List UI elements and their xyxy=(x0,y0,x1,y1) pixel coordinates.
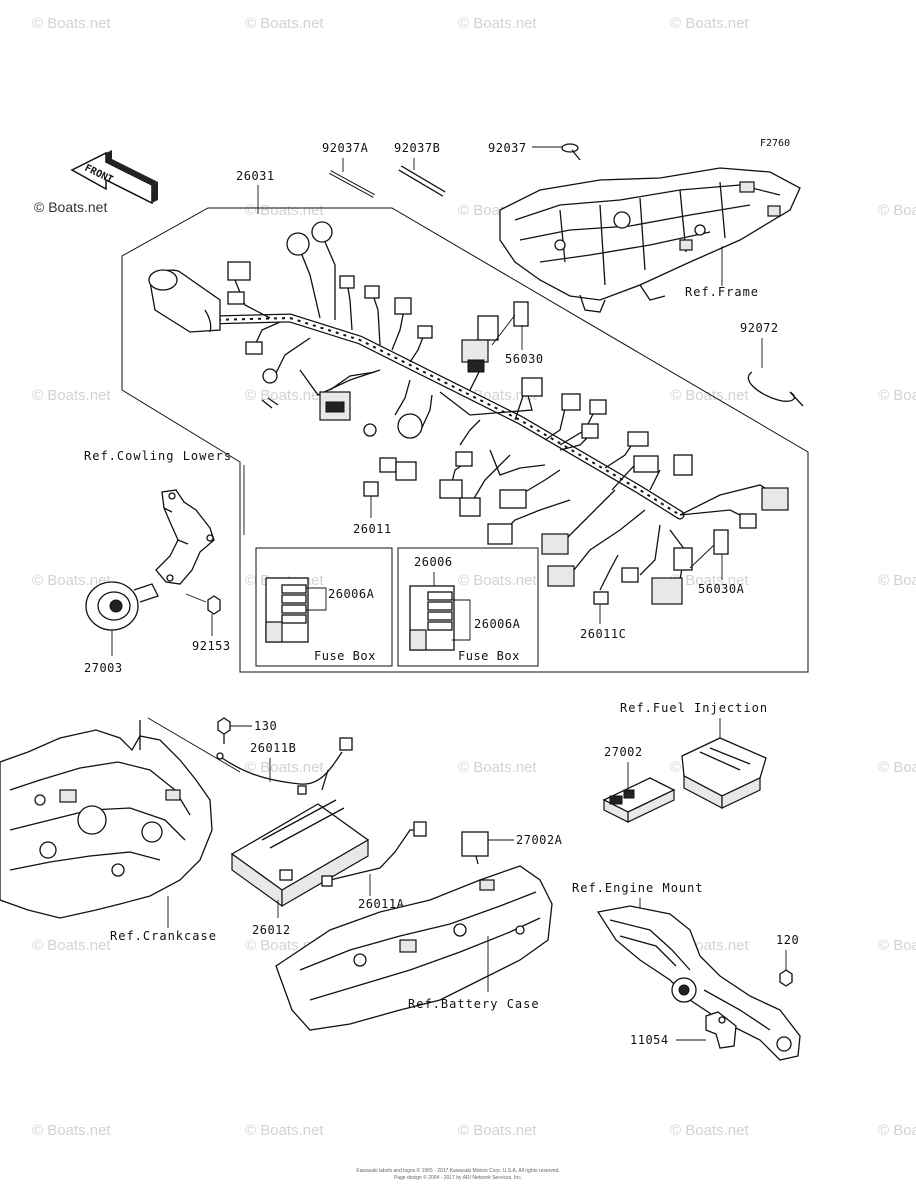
clamp-92037B xyxy=(398,158,446,197)
watermark: © Boats.net xyxy=(458,15,537,32)
frame-drawing xyxy=(499,167,801,313)
lead-26011A xyxy=(321,821,427,887)
part-label-27003: 27003 xyxy=(84,661,123,675)
bolt-120-icon xyxy=(779,969,793,987)
part-label-92037B: 92037B xyxy=(394,141,440,155)
watermark: © Boats.net xyxy=(32,572,111,589)
part-label-26006A-left: 26006A xyxy=(328,587,375,601)
watermark-dark: © Boats.net xyxy=(34,199,107,215)
engine-mount-drawing xyxy=(596,905,801,1061)
ref-battery-case: Ref.Battery Case xyxy=(408,997,540,1011)
main-harness-26031 xyxy=(148,234,781,591)
fuse-box-left-icon xyxy=(265,577,309,643)
part-label-27002: 27002 xyxy=(604,745,643,759)
watermark: © Boats.net xyxy=(32,387,111,404)
crankcase-drawing xyxy=(0,720,213,919)
watermark: © Boats.net xyxy=(878,387,916,404)
part-label-26006A-right: 26006A xyxy=(474,617,521,631)
copyright-line-1: Kawasaki labels and logos © 1965 - 2017 … xyxy=(356,1167,560,1174)
watermark: © Boats.net xyxy=(878,1122,916,1139)
part-label-92072: 92072 xyxy=(740,321,779,335)
part-26011-icon xyxy=(363,481,379,497)
part-label-27002A: 27002A xyxy=(516,833,563,847)
part-label-56030A: 56030A xyxy=(698,582,745,596)
part-label-26011: 26011 xyxy=(353,522,392,536)
cowling-bracket-icon xyxy=(155,489,215,585)
part-label-56030: 56030 xyxy=(505,352,544,366)
part-label-130: 130 xyxy=(254,719,277,733)
clamp-92037A xyxy=(329,158,375,198)
clamp-92037 xyxy=(561,143,581,161)
watermark: © Boats.net xyxy=(245,15,324,32)
relay-27002A-icon xyxy=(461,831,489,865)
watermark: © Boats.net xyxy=(878,202,916,219)
watermark: © Boats.net xyxy=(245,1122,324,1139)
watermark: © Boats.net xyxy=(458,1122,537,1139)
holder-56030 xyxy=(513,301,529,327)
watermark: © Boats.net xyxy=(245,202,324,219)
bracket-11054-icon xyxy=(705,1011,737,1049)
watermark: © Boats.net xyxy=(32,1122,111,1139)
fuse-box-label-left: Fuse Box xyxy=(314,649,376,663)
watermark: © Boats.net xyxy=(245,387,324,404)
fuse-box-panel-left xyxy=(255,547,393,667)
fuse-box-panel-right xyxy=(397,547,539,667)
part-26011C-icon xyxy=(593,591,609,605)
watermark: © Boats.net xyxy=(878,572,916,589)
horn-27003-icon xyxy=(85,581,159,631)
part-label-26012: 26012 xyxy=(252,923,291,937)
bolt-130-icon xyxy=(217,717,231,744)
harness-outline-box xyxy=(121,207,809,673)
harness-connectors xyxy=(227,221,789,605)
fuse-box-right-icon xyxy=(409,585,455,651)
ref-frame: Ref.Frame xyxy=(685,285,759,299)
fuel-injection-bracket-icon xyxy=(681,737,767,809)
ref-engine-mount: Ref.Engine Mount xyxy=(572,881,704,895)
watermark: © Boats.net xyxy=(670,387,749,404)
watermark: © Boats.net xyxy=(878,759,916,776)
cable-tie-92072 xyxy=(747,371,804,407)
part-label-26031: 26031 xyxy=(236,169,275,183)
holder-56030A xyxy=(713,529,729,555)
part-label-26011B: 26011B xyxy=(250,741,296,755)
ref-crankcase: Ref.Crankcase xyxy=(110,929,217,943)
part-label-26011A: 26011A xyxy=(358,897,405,911)
ref-cowling-lowers: Ref.Cowling Lowers xyxy=(84,449,232,463)
battery-case-drawing xyxy=(275,865,553,1031)
watermark: © Boats.net xyxy=(458,572,537,589)
front-arrow-icon: FRONT xyxy=(70,150,158,205)
part-label-92037: 92037 xyxy=(488,141,527,155)
watermark: © Boats.net xyxy=(670,1122,749,1139)
bolt-92153-icon xyxy=(207,595,221,615)
watermark: © Boats.net xyxy=(245,759,324,776)
part-label-92037A: 92037A xyxy=(322,141,369,155)
figure-code: F2760 xyxy=(760,138,790,149)
watermark: © Boats.net xyxy=(670,572,749,589)
watermark: © Boats.net xyxy=(878,937,916,954)
part-label-26006: 26006 xyxy=(414,555,453,569)
ref-fuel-injection: Ref.Fuel Injection xyxy=(620,701,768,715)
part-label-11054: 11054 xyxy=(630,1033,669,1047)
watermark: © Boats.net xyxy=(458,759,537,776)
ecu-26012-icon xyxy=(230,799,370,908)
part-label-26011C: 26011C xyxy=(580,627,626,641)
lead-26011B xyxy=(216,737,353,795)
watermark: © Boats.net xyxy=(32,937,111,954)
watermark: © Boats.net xyxy=(670,15,749,32)
part-label-120: 120 xyxy=(776,933,799,947)
part-label-92153: 92153 xyxy=(192,639,231,653)
fuse-box-label-right: Fuse Box xyxy=(458,649,520,663)
ecu-27002-icon xyxy=(602,777,676,823)
watermark: © Boats.net xyxy=(32,15,111,32)
copyright-line-2: Page design © 2004 - 2017 by ARI Network… xyxy=(394,1174,522,1181)
